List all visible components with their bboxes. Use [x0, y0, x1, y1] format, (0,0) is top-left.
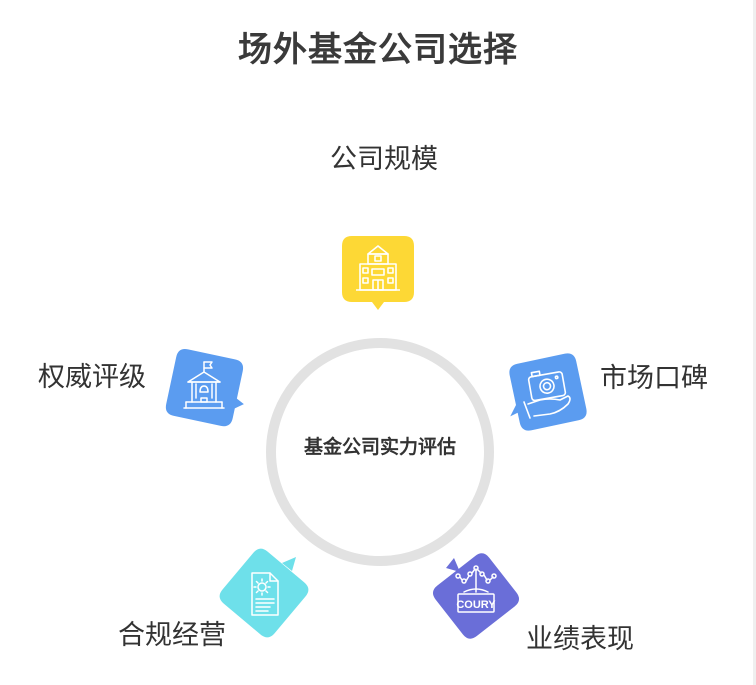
node-label-compliance: 合规经营	[118, 620, 226, 651]
node-label-reputation: 市场口碑	[600, 363, 708, 394]
center-ring: 基金公司实力评估	[266, 338, 494, 566]
center-label: 基金公司实力评估	[303, 435, 456, 458]
node-label-performance: 业绩表现	[526, 624, 634, 655]
node-label-rating: 权威评级	[38, 362, 146, 393]
camera-in-hand-icon	[509, 353, 587, 431]
node-bubble-compliance	[219, 548, 309, 638]
page-title: 场外基金公司选择	[238, 30, 518, 70]
node-bubble-rating	[165, 349, 244, 427]
node-bubble-scale	[340, 234, 416, 310]
node-label-scale: 公司规模	[330, 144, 438, 175]
node-bubble-performance: COURY	[433, 553, 519, 639]
government-building-icon	[165, 349, 244, 427]
coury-sign-network-icon: COURY	[433, 553, 519, 639]
node-bubble-reputation	[509, 353, 587, 431]
building-icon	[342, 236, 414, 310]
page-edge	[753, 0, 756, 685]
svg-text:COURY: COURY	[456, 599, 496, 611]
document-gear-icon	[219, 548, 309, 638]
